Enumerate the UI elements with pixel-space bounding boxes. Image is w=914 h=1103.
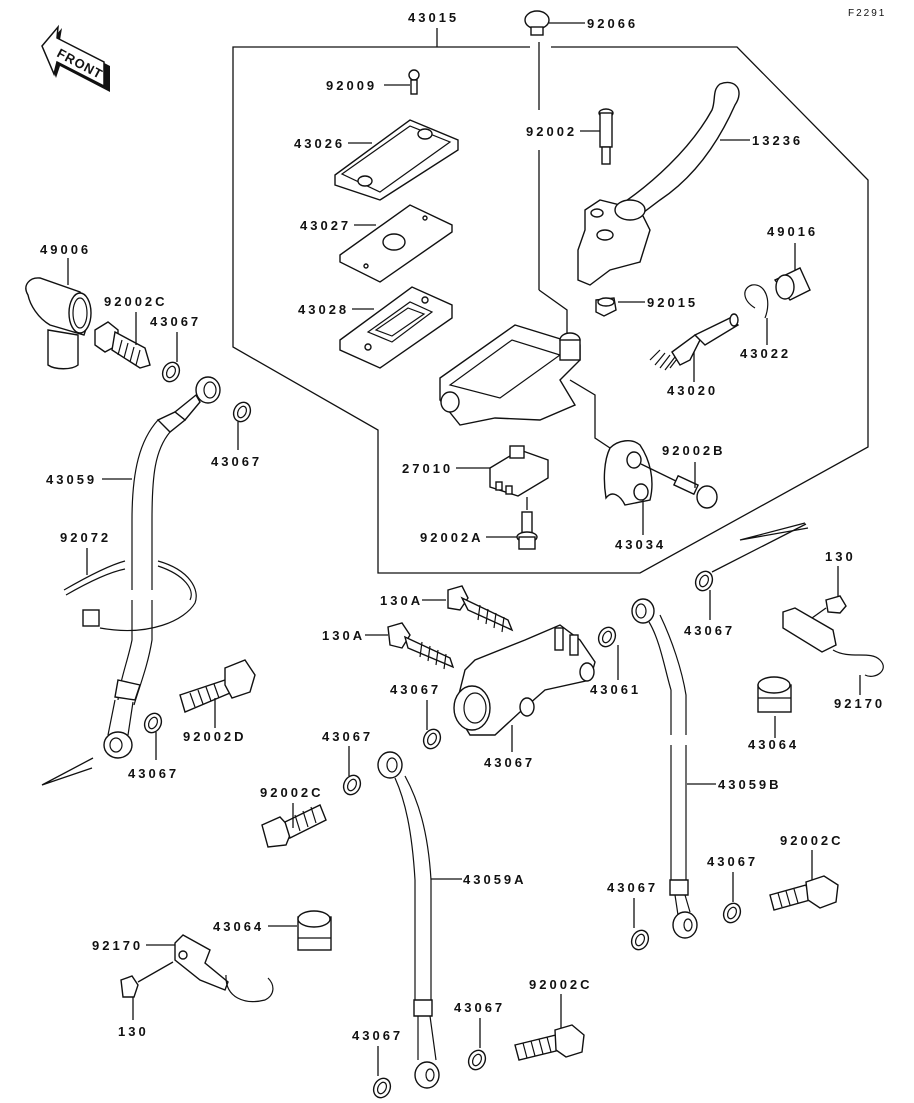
callout-43022: 43022 xyxy=(740,346,791,361)
part-92002A-screw xyxy=(516,511,538,550)
part-92170-bracket-a xyxy=(782,607,884,677)
part-43067-washer-j xyxy=(372,1077,392,1099)
part-43067-washer-h xyxy=(722,902,742,924)
callout-43067-e: 43061 xyxy=(590,682,641,697)
part-27010-switch xyxy=(489,445,549,497)
callout-43027: 43027 xyxy=(300,218,351,233)
callout-13236: 13236 xyxy=(752,133,803,148)
part-130-bolt-a xyxy=(811,595,847,619)
callout-92002C-c: 92002C xyxy=(780,833,844,848)
callout-130-b: 130 xyxy=(118,1024,149,1039)
callout-130A-b: 130A xyxy=(322,628,365,643)
assembly-boundary xyxy=(232,46,869,574)
part-43067-washer-i xyxy=(630,929,650,951)
part-92170-bracket-b xyxy=(174,934,274,1003)
callout-130-a: 130 xyxy=(825,549,856,564)
callout-43067-j: 43067 xyxy=(352,1028,403,1043)
callout-43067-f: 43067 xyxy=(322,729,373,744)
callout-92002A: 92002A xyxy=(420,530,484,545)
part-92002C-bolt-c xyxy=(769,875,839,911)
callout-92066: 92066 xyxy=(587,16,638,31)
part-92072-cable-tie xyxy=(63,560,197,632)
part-43022-circlip xyxy=(744,284,769,319)
callout-43020: 43020 xyxy=(667,383,718,398)
callout-27010: 27010 xyxy=(402,461,453,476)
callout-43059A: 43059A xyxy=(463,872,527,887)
part-43067-washer-b xyxy=(232,401,252,423)
callout-92009: 92009 xyxy=(326,78,377,93)
figure-ref: F2291 xyxy=(848,8,886,19)
callout-43061: 43067 xyxy=(484,755,535,770)
part-43067-washer-a xyxy=(161,361,181,383)
callout-92002: 92002 xyxy=(526,124,577,139)
part-43059A-hose xyxy=(377,751,440,1089)
part-43064-grommet-a xyxy=(757,676,792,713)
callout-92072: 92072 xyxy=(60,530,111,545)
callout-43064-a: 43064 xyxy=(748,737,799,752)
part-43061-joint xyxy=(453,624,596,736)
callout-92170-a: 92170 xyxy=(834,696,885,711)
part-92002C-bolt-d xyxy=(514,1024,585,1061)
callout-43067-h: 43067 xyxy=(707,854,758,869)
callout-43064-b: 43064 xyxy=(213,919,264,934)
callout-43067-i: 43067 xyxy=(607,880,658,895)
part-43028-diaphragm xyxy=(339,286,453,369)
part-43067-washer-k xyxy=(467,1049,487,1071)
part-92015-nut xyxy=(595,297,617,317)
callout-43059B: 43059B xyxy=(718,777,782,792)
part-43059B-hose xyxy=(631,598,698,939)
part-49016-boot xyxy=(773,267,811,301)
callout-43059: 43059 xyxy=(46,472,97,487)
part-43027-plate xyxy=(339,204,453,283)
part-43067-washer-d xyxy=(422,728,442,750)
part-43026-cover xyxy=(334,119,459,201)
callout-43067-d: 43067 xyxy=(390,682,441,697)
callout-43026: 43026 xyxy=(294,136,345,151)
part-130A-bolt-b xyxy=(387,622,455,670)
callout-130A-a: 130A xyxy=(380,593,423,608)
part-49006-cover xyxy=(25,277,92,370)
part-43020-piston xyxy=(649,313,740,371)
callout-92002C-b: 92002C xyxy=(260,785,324,800)
part-92066-cap xyxy=(524,10,550,36)
part-92002B-bolt xyxy=(640,463,718,509)
part-43067-washer-c xyxy=(143,712,163,734)
callout-49006: 49006 xyxy=(40,242,91,257)
part-master-cylinder-body xyxy=(439,324,581,426)
callout-92002B: 92002B xyxy=(662,443,726,458)
part-92002D-bolt xyxy=(179,659,256,713)
callout-92002D: 92002D xyxy=(183,729,247,744)
pointer-left xyxy=(41,757,94,786)
callout-92015: 92015 xyxy=(647,295,698,310)
callout-92002C-a: 92002C xyxy=(104,294,168,309)
callout-43067-k: 43067 xyxy=(454,1000,505,1015)
part-43059-hose xyxy=(103,376,221,759)
part-43034-clamp xyxy=(603,440,653,506)
part-92002C-bolt-a xyxy=(94,321,151,369)
part-130A-bolt-a xyxy=(447,585,514,633)
part-43067-washer-e xyxy=(597,626,617,648)
callout-43015: 43015 xyxy=(408,10,459,25)
part-92009-screw xyxy=(408,69,420,95)
callout-43067-a: 43067 xyxy=(150,314,201,329)
part-13236-lever xyxy=(577,81,740,286)
callout-92002C-d: 92002C xyxy=(529,977,593,992)
callout-43028: 43028 xyxy=(298,302,349,317)
callout-92170-b: 92170 xyxy=(92,938,143,953)
part-43067-washer-g xyxy=(694,570,714,592)
callout-43034: 43034 xyxy=(615,537,666,552)
front-arrow-icon: FRONT xyxy=(41,24,110,92)
part-130-bolt-b xyxy=(120,961,174,998)
callout-43067-g: 43067 xyxy=(684,623,735,638)
callout-43067-c: 43067 xyxy=(128,766,179,781)
callout-49016: 49016 xyxy=(767,224,818,239)
part-43064-grommet-b xyxy=(297,910,332,951)
callout-43067-b: 43067 xyxy=(211,454,262,469)
part-92002C-bolt-b xyxy=(261,804,327,848)
part-43067-washer-f xyxy=(342,774,362,796)
pointer-right xyxy=(739,522,809,541)
part-92002-pin xyxy=(598,108,614,165)
